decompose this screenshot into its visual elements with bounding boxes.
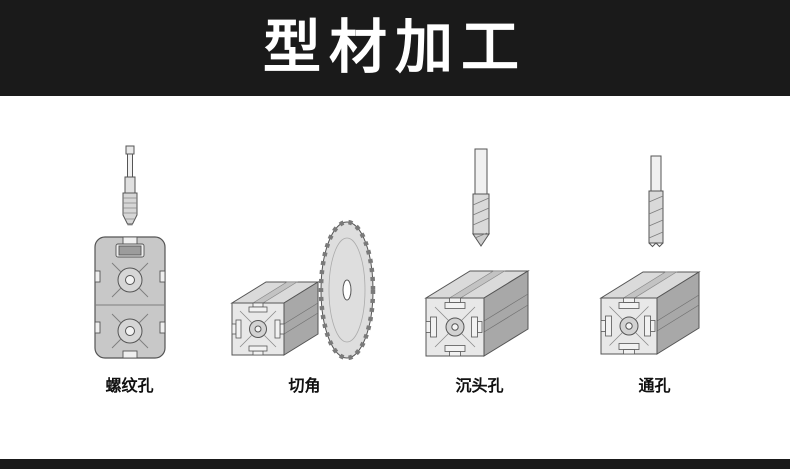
header-banner: 型材加工 <box>0 0 790 96</box>
process-item-threaded-hole: 螺纹孔 <box>42 96 217 396</box>
tap-tool-threaded-hole-icon <box>87 145 173 360</box>
process-label-through-hole: 通孔 <box>638 378 671 395</box>
process-label-threaded-hole: 螺纹孔 <box>105 378 154 395</box>
process-label-countersunk-hole: 沉头孔 <box>455 378 504 395</box>
process-label-corner-cut: 切角 <box>288 378 321 395</box>
process-item-countersunk-hole: 沉头孔 <box>392 96 567 396</box>
page-title: 型材加工 <box>262 15 527 80</box>
end-mill-through-hole-icon <box>598 155 711 360</box>
process-item-through-hole: 通孔 <box>567 96 742 396</box>
tap-tool-illustration <box>93 145 166 359</box>
process-item-corner-cut: 切角 <box>217 96 392 396</box>
saw-blade-corner-cut-icon <box>229 215 380 360</box>
bottom-bar <box>0 459 790 469</box>
drill-bit-illustration <box>423 148 530 357</box>
end-mill-illustration <box>598 155 701 355</box>
drill-bit-countersunk-hole-icon <box>423 148 536 360</box>
process-illustrations: 螺纹孔 <box>0 96 790 396</box>
saw-blade-illustration <box>229 219 375 360</box>
